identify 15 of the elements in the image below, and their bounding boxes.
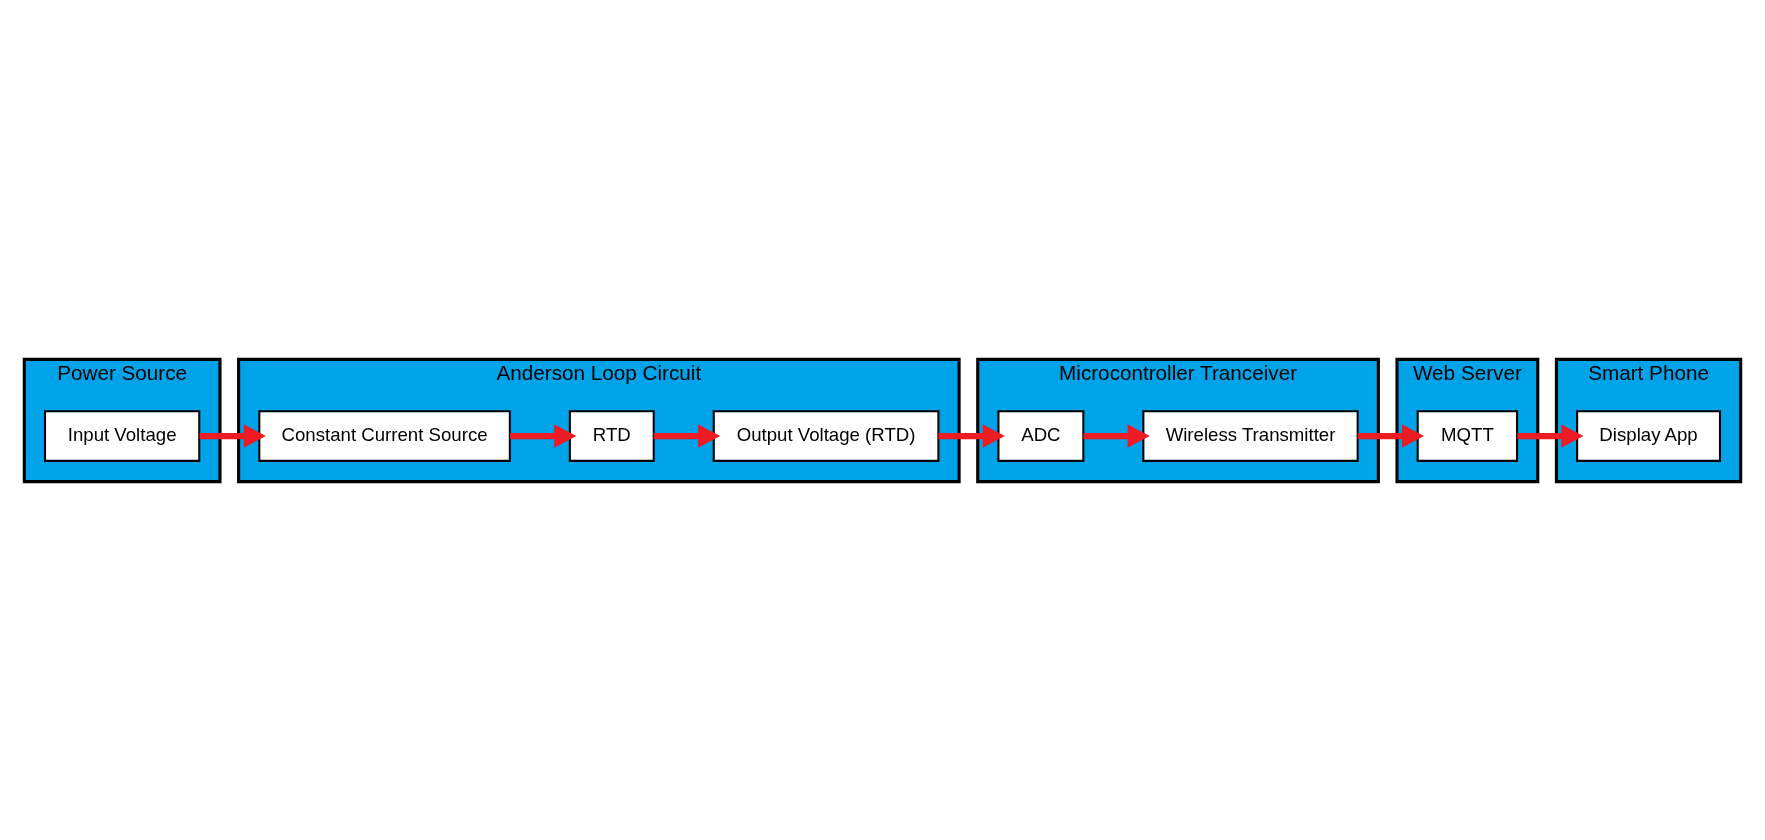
arrow	[938, 423, 1005, 448]
arrow	[1357, 423, 1425, 448]
arrow	[1083, 423, 1150, 448]
node-box: ADC	[997, 409, 1085, 462]
node-box: Input Voltage	[43, 409, 201, 462]
node-box: Output Voltage (RTD)	[712, 409, 940, 462]
node-box: MQTT	[1416, 409, 1519, 462]
node-box: Wireless Transmitter	[1142, 409, 1359, 462]
arrow	[510, 423, 577, 448]
node-box: Display App	[1576, 409, 1722, 462]
arrow	[1517, 423, 1584, 448]
node-box: Constant Current Source	[258, 409, 511, 462]
node-box: RTD	[568, 409, 655, 462]
arrow	[199, 423, 266, 448]
arrow	[653, 423, 721, 448]
